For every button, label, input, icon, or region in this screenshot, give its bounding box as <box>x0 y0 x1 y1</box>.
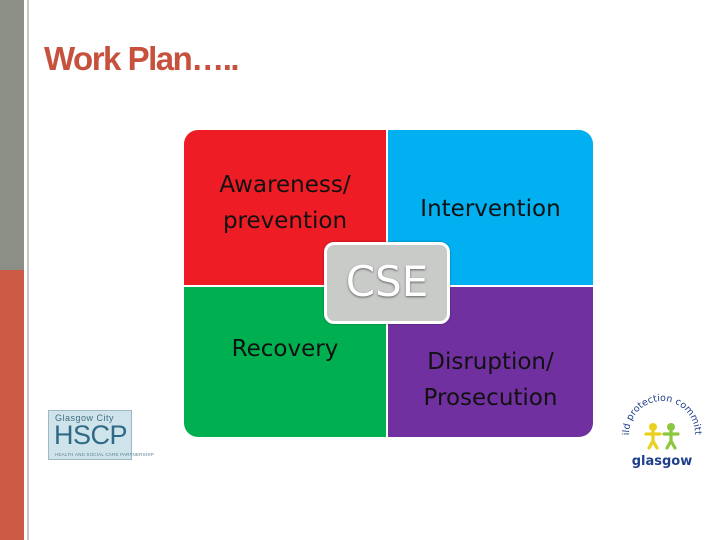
quadrant-awareness-prevention: Awareness/ prevention <box>184 130 386 285</box>
quadrant-label-line1: Disruption/ <box>427 349 554 376</box>
center-cse-box: CSE <box>324 242 450 324</box>
left-accent-bar-bottom <box>0 270 24 540</box>
left-accent-bar-top <box>0 0 24 270</box>
slide-title: Work Plan….. <box>44 40 240 77</box>
quadrant-label: Recovery <box>231 336 339 363</box>
quadrant-label: Intervention <box>420 195 561 222</box>
hscp-logo-small-text: Glasgow City <box>55 413 115 423</box>
hscp-logo-big-text: HSCP <box>54 420 128 450</box>
child-figures-icon <box>644 423 680 450</box>
center-label: CSE <box>345 257 429 306</box>
child-protection-committee-logo: child protection committee glasgow <box>616 390 703 469</box>
quadrant-recovery: Recovery <box>184 287 386 437</box>
glasgow-hscp-logo: Glasgow City HSCP HEALTH AND SOCIAL CARE… <box>48 410 154 460</box>
quadrant-label-line1: Awareness/ <box>219 171 351 198</box>
hscp-logo-tagline: HEALTH AND SOCIAL CARE PARTNERSHIP <box>55 452 154 457</box>
quadrant-label-line2: prevention <box>222 207 348 234</box>
cpc-wordmark: glasgow <box>632 454 693 469</box>
left-accent-line <box>27 0 29 540</box>
cpc-arc-text: child protection committee <box>616 390 703 435</box>
quadrant-label-line2: Prosecution <box>423 385 558 411</box>
